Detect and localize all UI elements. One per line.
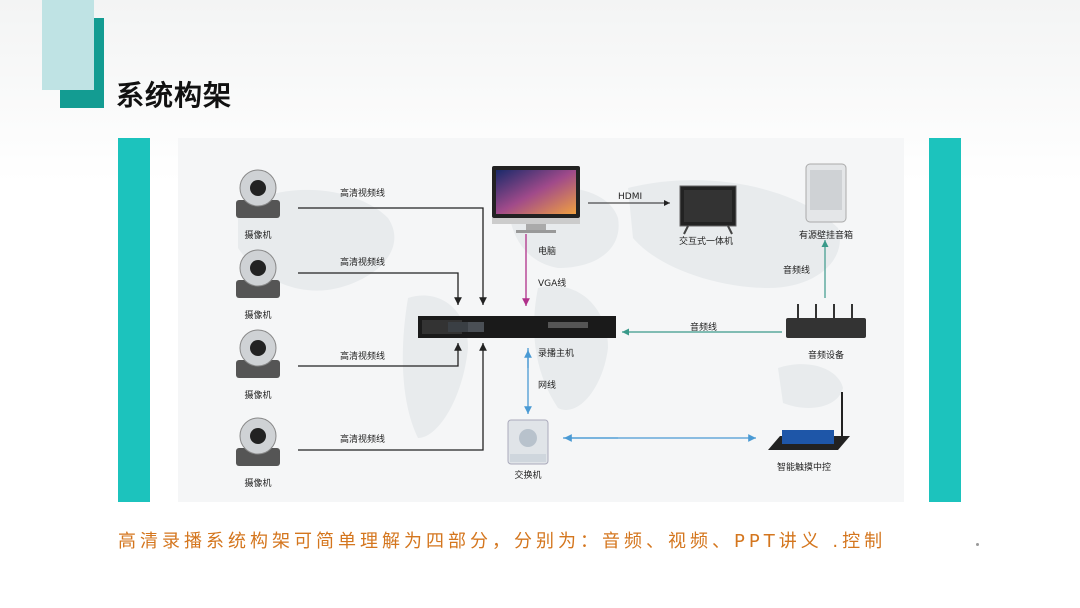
vga-link-label: VGA线 xyxy=(538,279,567,289)
camera-label: 摄像机 xyxy=(244,311,272,321)
system-diagram: 摄像机 摄像机 摄像机 摄像机 高清视频线 高清视频线 高清视频线 高清视频线 … xyxy=(178,138,904,502)
slide-caption: 高清录播系统构架可简单理解为四部分，分别为：音频、视频、PPT讲义 .控制 xyxy=(118,531,887,552)
camera-icon xyxy=(236,169,280,218)
camera-link-label: 高清视频线 xyxy=(340,258,386,268)
camera-link-label: 高清视频线 xyxy=(340,189,386,199)
audio-link-label: 音频线 xyxy=(690,323,718,333)
left-accent-bar xyxy=(118,138,150,502)
computer-monitor-icon xyxy=(492,166,580,233)
camera-icon xyxy=(236,417,280,466)
camera-link-label: 高清视频线 xyxy=(340,435,386,445)
speaker-label: 有源壁挂音箱 xyxy=(798,231,854,241)
hdmi-link-label: HDMI xyxy=(618,192,643,202)
switch-icon xyxy=(507,419,549,465)
title-accent-light xyxy=(42,0,94,90)
interactive-display-icon xyxy=(679,185,737,235)
recorder-host-icon xyxy=(418,316,616,338)
audio-device-label: 音频设备 xyxy=(807,351,845,361)
speaker-link-label: 音频线 xyxy=(783,266,811,276)
camera-icon xyxy=(236,329,280,378)
touch-panel-label: 智能触摸中控 xyxy=(776,463,832,473)
camera-link-label: 高清视频线 xyxy=(340,352,386,362)
camera-label: 摄像机 xyxy=(244,391,272,401)
switch-label: 交换机 xyxy=(514,471,542,481)
touch-panel-icon xyxy=(768,392,850,450)
camera-label: 摄像机 xyxy=(244,479,272,489)
camera-label: 摄像机 xyxy=(244,231,272,241)
camera-icon xyxy=(236,249,280,298)
right-accent-bar xyxy=(929,138,961,502)
display-label: 交互式一体机 xyxy=(678,237,734,247)
speaker-icon xyxy=(805,163,847,223)
slide-title: 系统构架 xyxy=(116,79,233,112)
network-link-label: 网线 xyxy=(538,381,557,391)
diagram-graphics xyxy=(236,163,866,466)
audio-device-icon xyxy=(786,304,866,338)
computer-label: 电脑 xyxy=(538,247,557,257)
decor-dot xyxy=(976,543,979,546)
recorder-label: 录播主机 xyxy=(538,349,575,359)
